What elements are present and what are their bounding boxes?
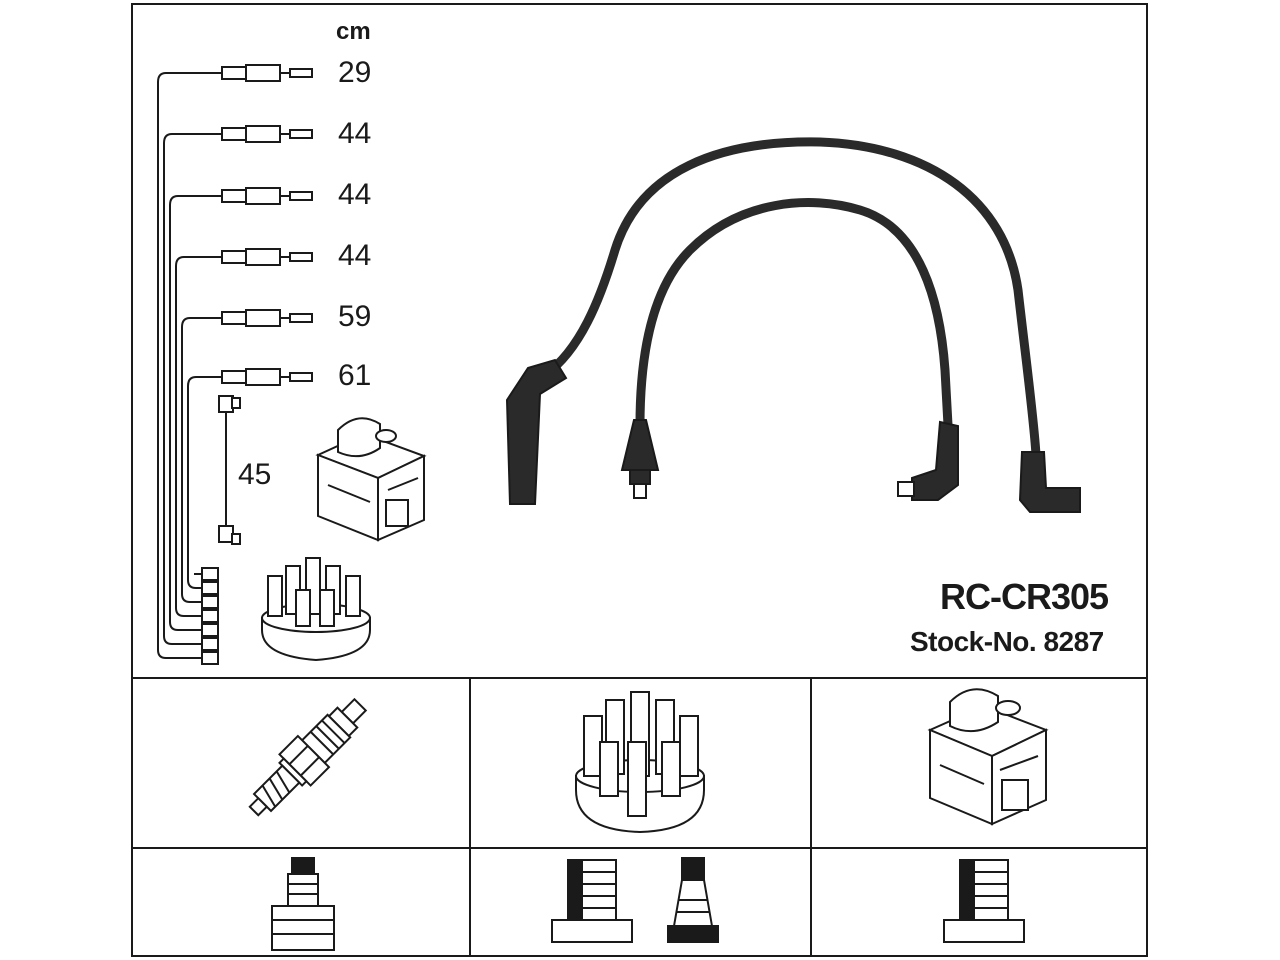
lead-schematic	[157, 72, 227, 659]
unit-label: cm	[336, 18, 371, 45]
distributor-cap-icon	[575, 691, 705, 834]
lead-length-3: 44	[338, 178, 372, 211]
top-left-cap-icon	[261, 557, 371, 662]
lead-length-6: 61	[338, 359, 372, 392]
spark-plug-icon	[248, 697, 368, 817]
diagram-frame	[131, 3, 1148, 957]
stock-number: Stock-No. 8287	[910, 626, 1104, 657]
connector-61	[221, 368, 313, 386]
lead-connectors	[201, 64, 313, 665]
connector-44b	[221, 187, 313, 205]
cable-boots	[505, 358, 1081, 513]
connector-29	[221, 64, 313, 82]
lead-length-5: 59	[338, 300, 372, 333]
ignition-coil-terminal-icon	[943, 859, 1025, 943]
lead-length-2: 44	[338, 117, 372, 150]
lead-length-1: 29	[338, 56, 372, 89]
spark-plug-terminal-icon	[271, 857, 335, 951]
part-code: RC-CR305	[940, 576, 1109, 617]
connector-44c	[221, 248, 313, 266]
coil-lead-length: 45	[238, 458, 272, 491]
top-left-coil-icon	[315, 417, 427, 542]
lead-length-4: 44	[338, 239, 372, 272]
ignition-lead-cables	[540, 137, 1041, 460]
distributor-cap-terminal-icon	[551, 857, 719, 943]
connector-59	[221, 309, 313, 327]
ignition-coil-icon	[927, 688, 1049, 826]
connector-44a	[221, 125, 313, 143]
